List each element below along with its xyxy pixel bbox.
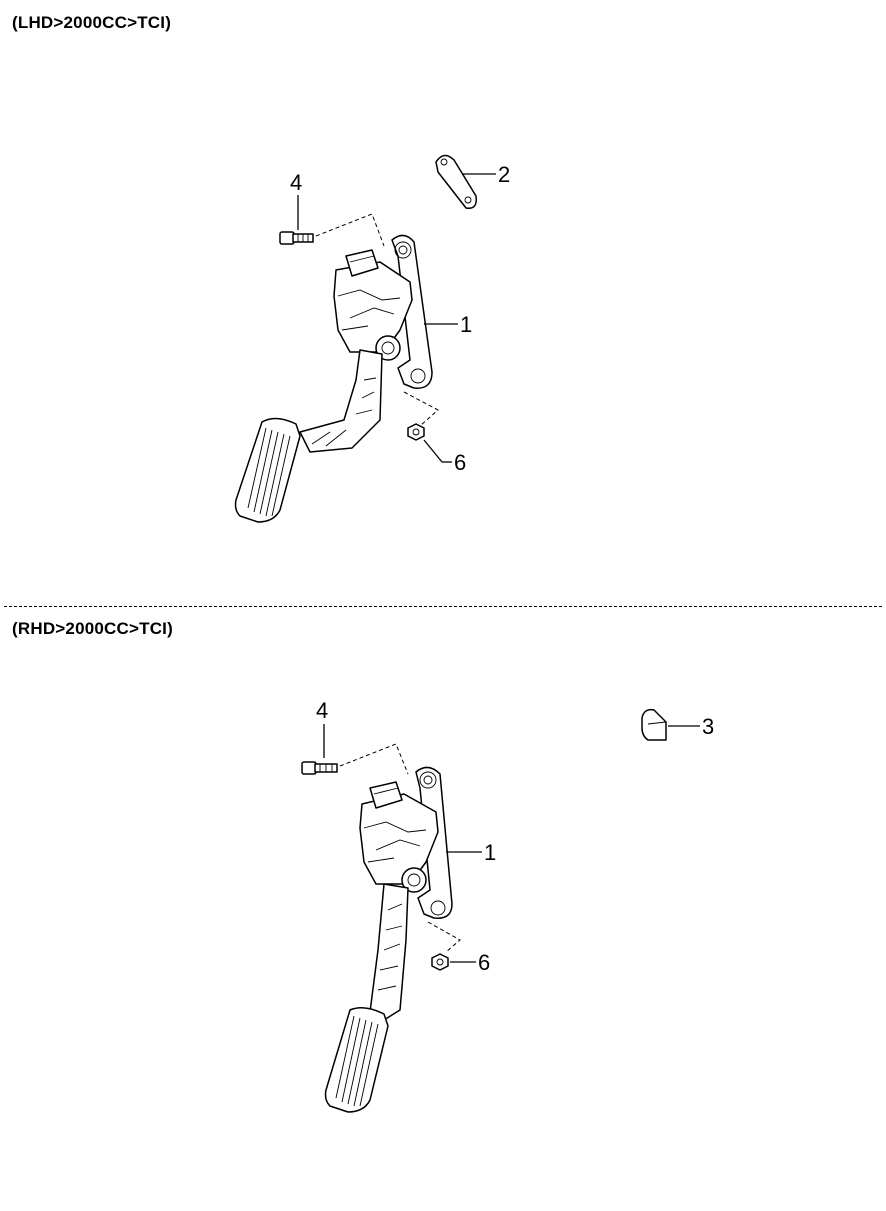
nut-part-lhd	[403, 391, 439, 441]
callout-1-rhd: 1	[446, 840, 496, 865]
callout-6-rhd: 6	[450, 950, 490, 975]
accelerator-pedal-assembly-lhd	[234, 234, 433, 523]
section-title-rhd: (RHD>2000CC>TCI)	[12, 619, 173, 638]
callout-1-lhd: 1	[424, 312, 472, 337]
section-title-lhd: (LHD>2000CC>TCI)	[12, 13, 172, 32]
bolt-part-rhd	[301, 743, 409, 775]
accelerator-pedal-assembly-rhd	[324, 766, 453, 1113]
callout-6-lhd: 6	[423, 439, 466, 475]
lhd-pedal-diagram: 4 2	[234, 154, 510, 523]
callout-4-rhd: 4	[316, 698, 328, 758]
nut-part-rhd	[427, 921, 461, 971]
svg-text:1: 1	[484, 840, 496, 865]
svg-text:4: 4	[290, 170, 302, 195]
svg-text:4: 4	[316, 698, 328, 723]
svg-text:1: 1	[460, 312, 472, 337]
svg-text:6: 6	[478, 950, 490, 975]
callout-3-rhd: 3	[668, 714, 714, 739]
section-divider	[4, 606, 882, 607]
svg-text:2: 2	[498, 162, 510, 187]
svg-text:6: 6	[454, 450, 466, 475]
plate-part-lhd	[435, 154, 478, 209]
callout-2-lhd: 2	[462, 162, 510, 187]
clip-part-rhd	[641, 708, 667, 741]
bolt-part-lhd	[279, 213, 385, 247]
callout-4-lhd: 4	[290, 170, 302, 230]
svg-text:3: 3	[702, 714, 714, 739]
